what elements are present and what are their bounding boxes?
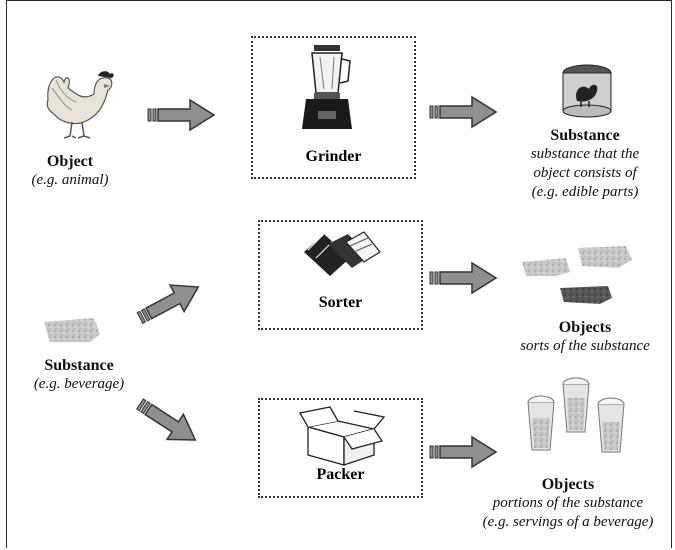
arrow-object-to-grinder [147, 99, 215, 131]
objects-sorts-subtitle: sorts of the substance [520, 338, 650, 354]
arrow-packer-to-objects [429, 436, 497, 468]
substance-input-subtitle: (e.g. beverage) [33, 376, 125, 392]
objects-portions-title: Objects [541, 476, 595, 493]
diagram-frame [6, 0, 672, 548]
arrow-substance-to-sorter [132, 273, 207, 332]
arrow-grinder-to-substance [429, 96, 497, 128]
beer-glasses-icon [527, 377, 625, 453]
substance-input-node: Substance (e.g. beverage) [14, 356, 144, 394]
box-icon [298, 406, 386, 466]
sorter-label: Sorter [318, 294, 363, 311]
object-subtitle: (e.g. animal) [31, 172, 109, 188]
sorted-blobs-icon [522, 246, 632, 304]
substance-input-title: Substance [44, 357, 114, 374]
sorter-box: Sorter [258, 220, 423, 330]
substance-blob-icon [44, 318, 100, 342]
objects-portions-node: Objects portions of the substance (e.g. … [462, 475, 674, 532]
canned-chicken-icon [562, 64, 612, 118]
grinder-label: Grinder [305, 148, 362, 165]
substance-output-title: Substance [550, 127, 620, 144]
sorter-files-icon [304, 231, 381, 276]
objects-sorts-title: Objects [558, 319, 612, 336]
substance-output-line3: (e.g. edible parts) [531, 184, 639, 200]
arrow-substance-to-packer [131, 390, 205, 454]
packer-box: Packer [258, 398, 423, 498]
substance-output-line2: object consists of [533, 165, 637, 181]
objects-portions-line1: portions of the substance [492, 495, 644, 511]
substance-output-line1: substance that the [530, 146, 640, 162]
objects-portions-line2: (e.g. servings of a beverage) [482, 514, 654, 530]
objects-sorts-node: Objects sorts of the substance [495, 318, 675, 356]
chicken-icon [46, 71, 114, 139]
packer-label: Packer [316, 466, 365, 483]
object-title: Object [46, 153, 94, 170]
grinder-box: Grinder [251, 36, 416, 179]
substance-output-node: Substance substance that the object cons… [495, 126, 675, 202]
arrow-sorter-to-objects [429, 262, 497, 294]
blender-icon [302, 45, 352, 129]
object-animal-node: Object (e.g. animal) [20, 152, 120, 190]
